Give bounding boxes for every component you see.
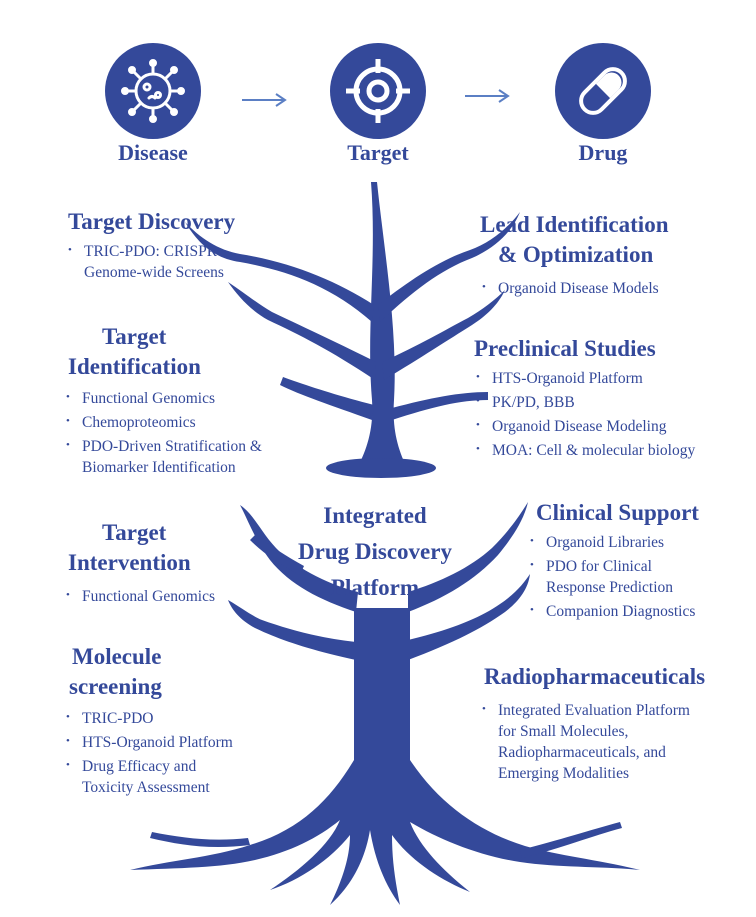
list-item: Companion Diagnostics <box>528 600 748 622</box>
capsule-pill-icon <box>579 67 627 115</box>
target-intervention-heading: Target Intervention <box>64 518 304 578</box>
preclinical-studies-list: HTS-Organoid Platform PK/PD, BBB Organoi… <box>474 367 746 461</box>
target-intervention-heading-line2: Intervention <box>68 550 191 575</box>
molecule-screening-section: Molecule screening TRIC-PDO HTS-Organoid… <box>64 642 304 801</box>
molecule-screening-list: TRIC-PDO HTS-Organoid Platform Drug Effi… <box>64 707 304 798</box>
upper-branch-right-3 <box>392 392 488 420</box>
arrow-target-to-drug <box>465 89 510 103</box>
lead-identification-list: Organoid Disease Models <box>480 277 740 299</box>
list-item: Integrated Evaluation Platform for Small… <box>480 699 746 784</box>
center-title: Integrated Drug Discovery Platform <box>270 498 480 606</box>
drug-icon-circle <box>555 43 651 139</box>
target-icon-circle <box>330 43 426 139</box>
lower-branch-left <box>240 505 358 612</box>
upper-trunk <box>356 182 408 470</box>
lead-identification-heading: Lead Identification & Optimization <box>480 210 740 270</box>
lower-branch-left-small <box>250 534 304 575</box>
list-item: PDO for Clinical Response Prediction <box>528 555 748 598</box>
arrow-disease-to-target <box>242 93 287 107</box>
list-item: Organoid Disease Models <box>480 277 740 299</box>
disease-label: Disease <box>118 140 188 165</box>
root-left-thin <box>150 832 250 848</box>
target-identification-section: Target Identification Functional Genomic… <box>64 322 314 481</box>
target-discovery-section: Target Discovery TRIC-PDO: CRISPR Genome… <box>68 207 308 286</box>
target-intervention-list: Functional Genomics <box>64 585 304 607</box>
list-item: Organoid Libraries <box>528 531 748 553</box>
center-title-line1: Integrated <box>323 503 427 528</box>
clinical-support-heading: Clinical Support <box>536 500 699 525</box>
molecule-screening-heading-line1: Molecule <box>72 644 162 669</box>
upper-base <box>326 458 436 478</box>
list-item: HTS-Organoid Platform <box>64 731 304 753</box>
list-item: TRIC-PDO: CRISPR Genome-wide Screens <box>66 240 308 283</box>
lower-branch-left-low <box>228 600 356 660</box>
center-title-line2: Drug Discovery <box>298 539 452 564</box>
radiopharmaceuticals-section: Radiopharmaceuticals Integrated Evaluati… <box>470 662 746 787</box>
target-identification-heading-line2: Identification <box>68 354 201 379</box>
list-item: Chemoproteomics <box>64 411 314 433</box>
upper-branch-right-2 <box>382 290 505 380</box>
target-identification-list: Functional Genomics Chemoproteomics PDO-… <box>64 387 314 478</box>
list-item: PDO-Driven Stratification & Biomarker Id… <box>64 435 314 478</box>
drug-label: Drug <box>578 140 628 165</box>
lower-branch-right <box>408 502 528 612</box>
upper-branch-right-1 <box>378 212 520 322</box>
lower-branch-right-low <box>408 574 530 660</box>
disease-icon-circle <box>105 43 201 139</box>
radiopharmaceuticals-heading: Radiopharmaceuticals <box>484 664 706 689</box>
preclinical-studies-heading: Preclinical Studies <box>474 336 656 361</box>
list-item: MOA: Cell & molecular biology <box>474 439 746 461</box>
crosshair-target-icon <box>346 59 410 123</box>
target-identification-heading: Target Identification <box>64 322 314 382</box>
molecule-screening-heading: Molecule screening <box>64 642 304 702</box>
lead-identification-section: Lead Identification & Optimization Organ… <box>480 210 740 302</box>
list-item: Functional Genomics <box>64 585 304 607</box>
clinical-support-list: Organoid Libraries PDO for Clinical Resp… <box>528 531 748 622</box>
lead-identification-heading-line2: & Optimization <box>498 242 654 267</box>
tree-roots <box>130 760 640 905</box>
center-title-line3: Platform <box>330 575 420 600</box>
lower-trunk <box>354 608 410 768</box>
target-intervention-section: Target Intervention Functional Genomics <box>64 518 304 610</box>
clinical-support-section: Clinical Support Organoid Libraries PDO … <box>528 498 748 625</box>
preclinical-studies-section: Preclinical Studies HTS-Organoid Platfor… <box>474 334 746 464</box>
root-right-thin <box>520 822 622 858</box>
list-item: Drug Efficacy and Toxicity Assessment <box>64 755 304 798</box>
list-item: PK/PD, BBB <box>474 391 746 413</box>
target-identification-heading-line1: Target <box>102 324 167 349</box>
target-label: Target <box>347 140 409 165</box>
target-discovery-heading: Target Discovery <box>68 209 236 234</box>
list-item: Organoid Disease Modeling <box>474 415 746 437</box>
upper-branch-left-2 <box>228 282 376 380</box>
target-intervention-heading-line1: Target <box>102 520 167 545</box>
radiopharmaceuticals-list: Integrated Evaluation Platform for Small… <box>480 699 746 784</box>
molecule-screening-heading-line2: screening <box>69 674 162 699</box>
target-discovery-list: TRIC-PDO: CRISPR Genome-wide Screens <box>66 240 308 283</box>
lead-identification-heading-line1: Lead Identification <box>480 212 669 237</box>
virus-icon <box>121 59 185 123</box>
list-item: TRIC-PDO <box>64 707 304 729</box>
list-item: Functional Genomics <box>64 387 314 409</box>
list-item: HTS-Organoid Platform <box>474 367 746 389</box>
